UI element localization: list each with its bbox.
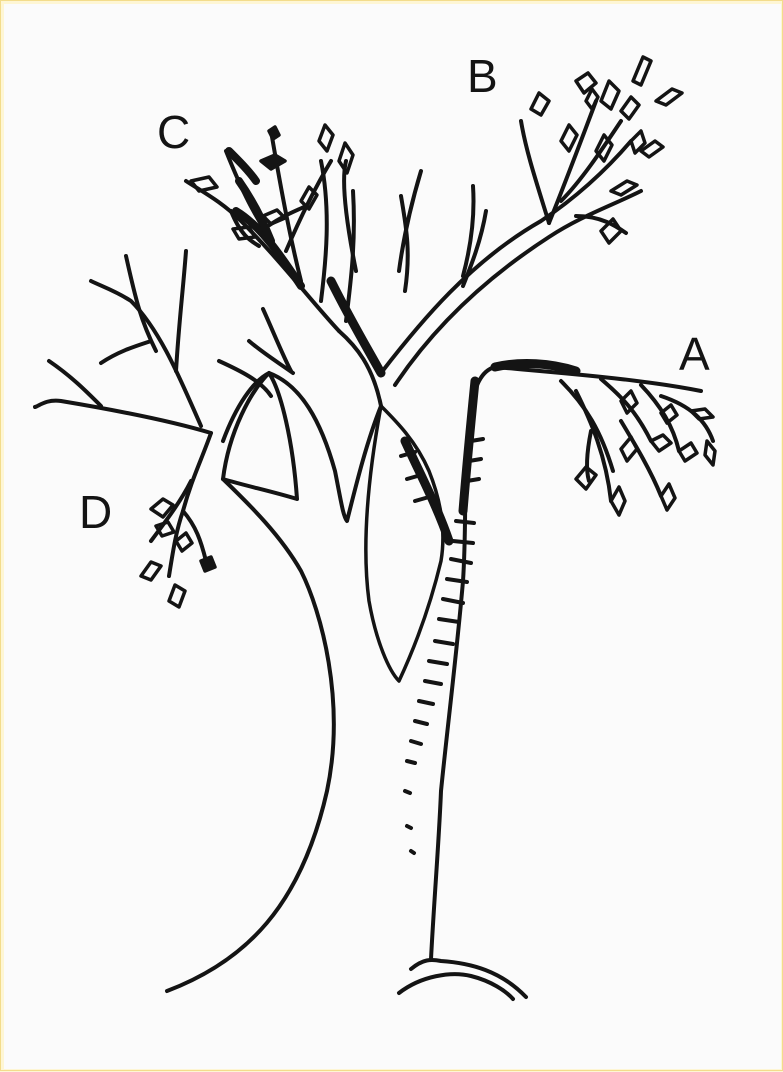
leaves-a bbox=[576, 391, 715, 515]
branch-b bbox=[381, 101, 641, 385]
branch-a bbox=[495, 367, 713, 501]
label-d: D bbox=[79, 489, 112, 535]
label-b: B bbox=[467, 53, 498, 99]
branch-d bbox=[35, 251, 293, 576]
label-a: A bbox=[679, 331, 710, 377]
label-c: C bbox=[157, 109, 190, 155]
